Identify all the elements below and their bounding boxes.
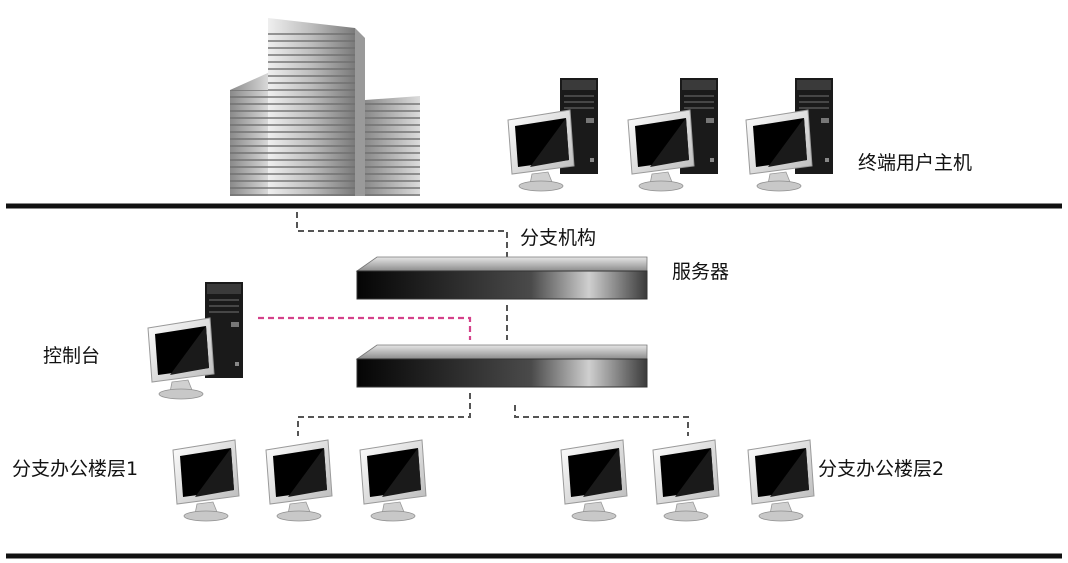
branch-link (296, 212, 508, 258)
monitor-icon (747, 439, 815, 522)
workstation-host-1 (507, 77, 599, 192)
console-label: 控制台 (43, 345, 100, 367)
terminal-hosts-label: 终端用户主机 (858, 152, 972, 174)
console-workstation (147, 281, 244, 400)
floor2-label: 分支办公楼层2 (818, 458, 944, 480)
monitor-icon (560, 439, 628, 522)
rack-switch-icon (356, 344, 648, 388)
monitor-icon (627, 109, 695, 192)
monitor-icon (745, 109, 813, 192)
floor2-link (514, 405, 689, 436)
monitor-icon (172, 439, 240, 522)
branch-label: 分支机构 (520, 227, 596, 249)
console-link (258, 316, 472, 340)
office-building-icon (230, 18, 420, 196)
monitor-icon (507, 109, 575, 192)
monitor-icon (147, 317, 215, 400)
floor1-link (297, 393, 471, 436)
monitor-icon (265, 439, 333, 522)
rack-server-icon (356, 256, 648, 300)
floor1-label: 分支办公楼层1 (12, 458, 138, 480)
monitor-icon (652, 439, 720, 522)
workstation-host-3 (745, 77, 834, 192)
server-label: 服务器 (672, 261, 729, 283)
workstation-host-2 (627, 77, 719, 192)
monitor-icon (359, 439, 427, 522)
